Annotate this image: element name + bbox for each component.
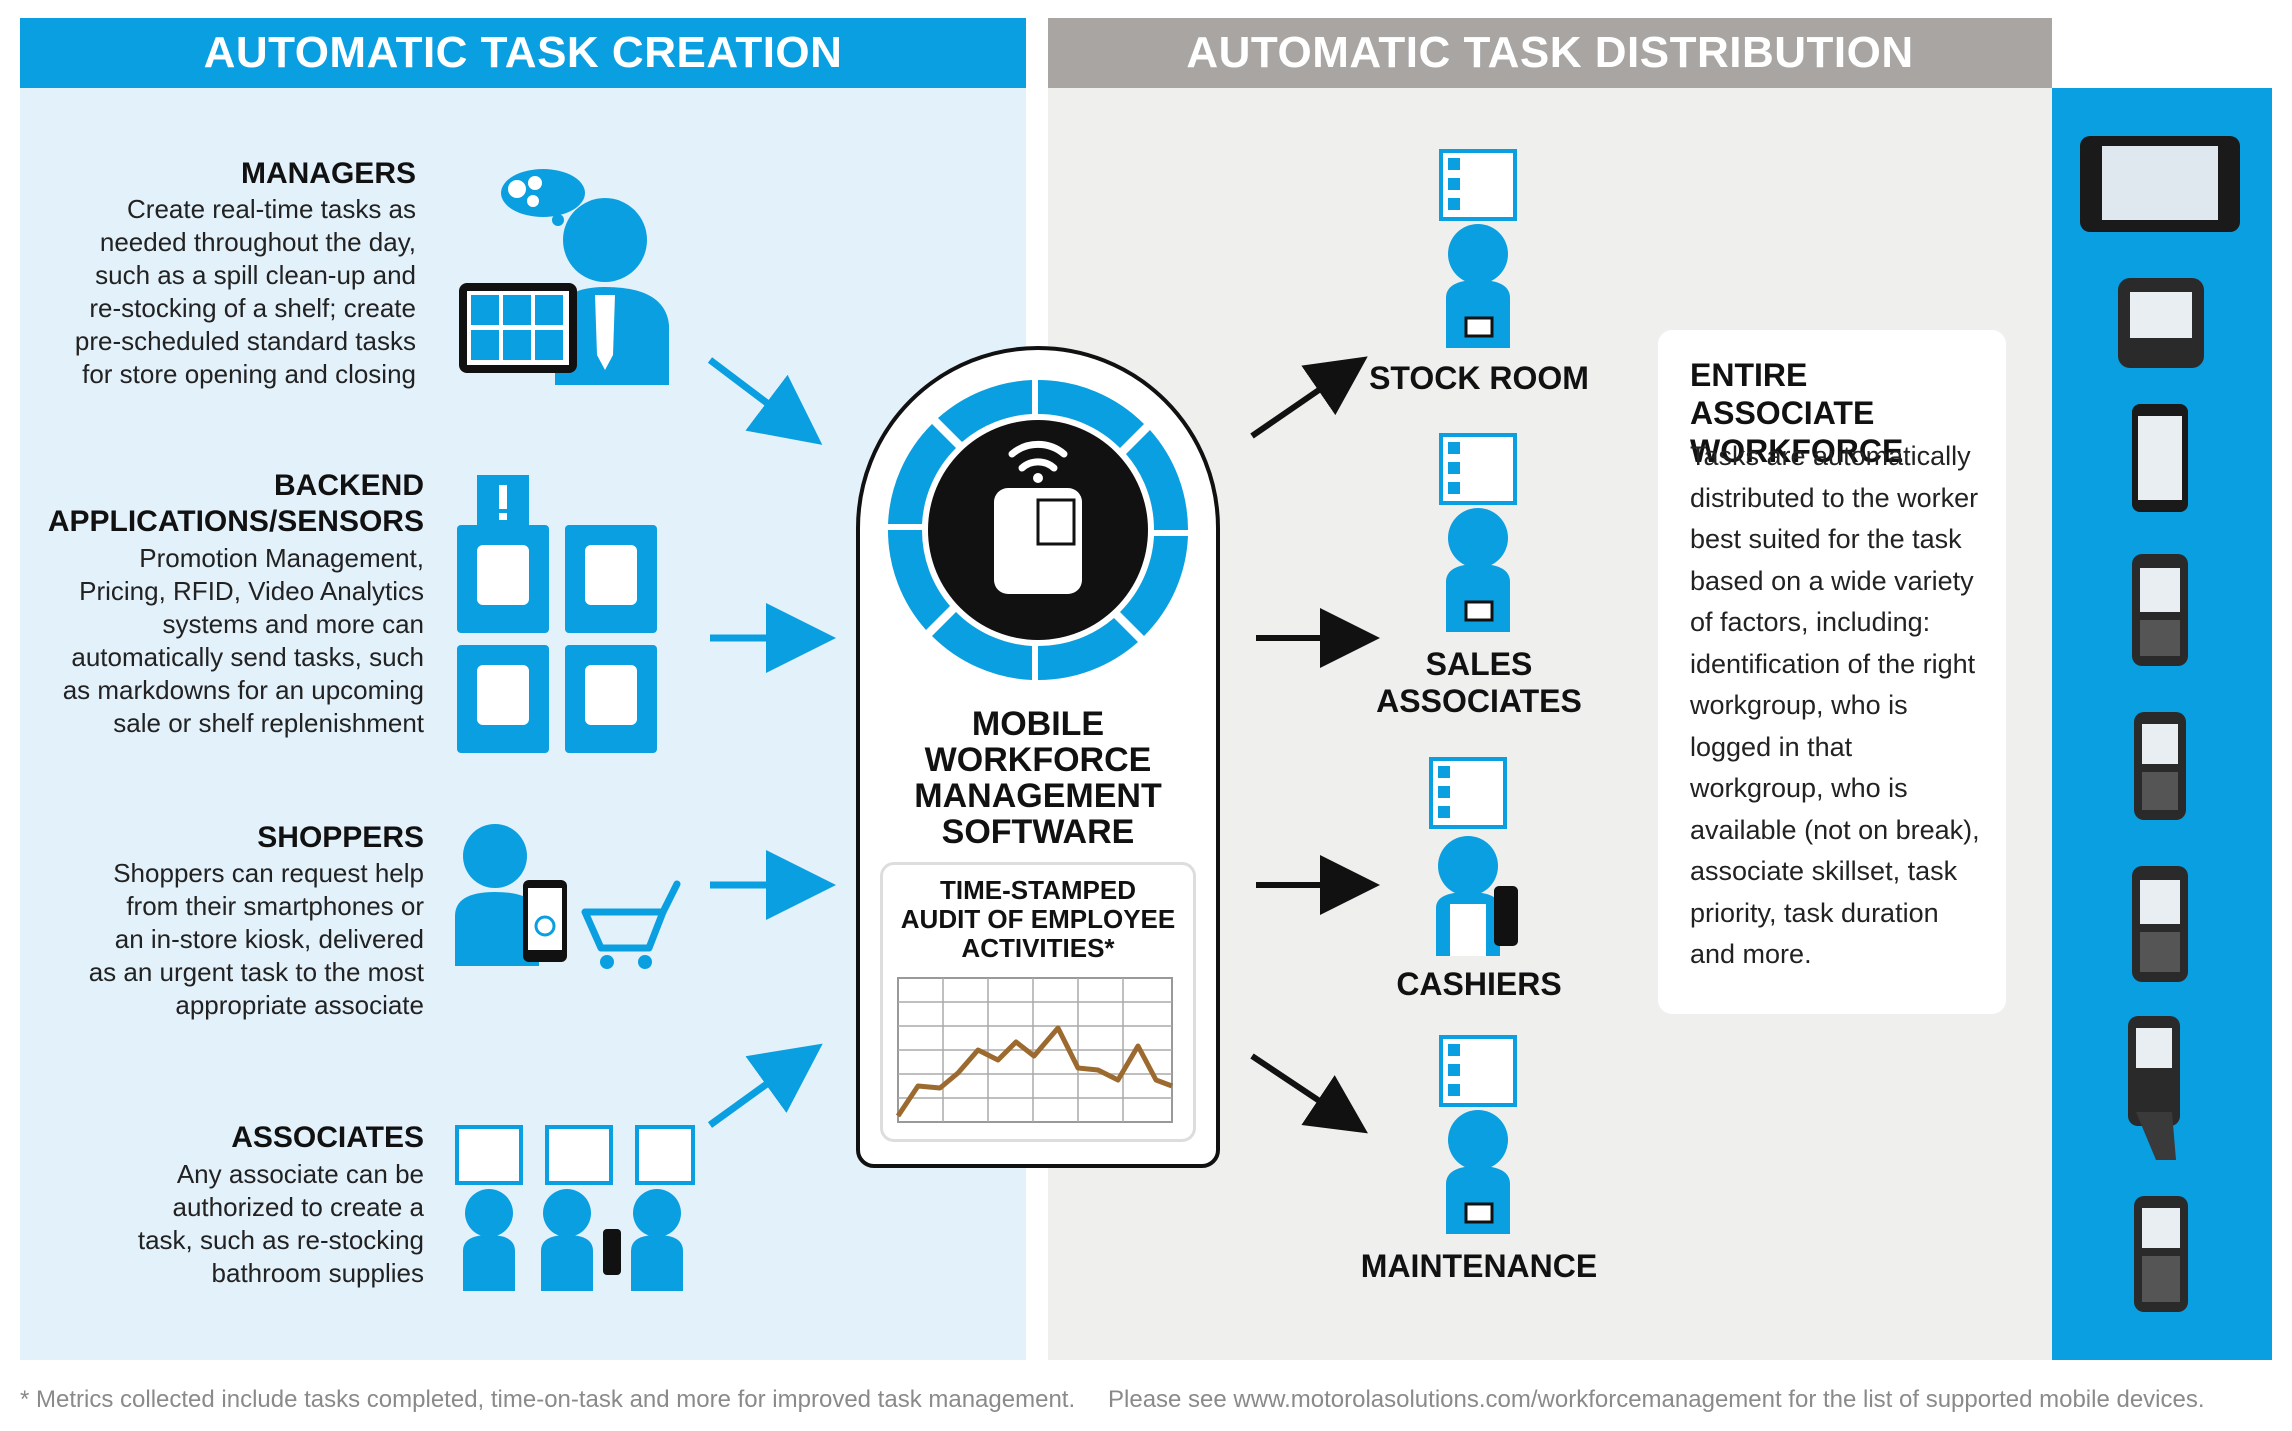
gun-grip-scanner-icon — [2128, 1016, 2180, 1160]
destination-cashiers: CASHIERS — [1396, 966, 1562, 1002]
distribution-header: AUTOMATIC TASK DISTRIBUTION — [1048, 18, 2052, 88]
footnote-devices-link[interactable]: Please see www.motorolasolutions.com/wor… — [1108, 1386, 2205, 1413]
workforce-box — [1658, 330, 2006, 1014]
rugged-handheld-icon — [2118, 278, 2204, 368]
associates-icon — [455, 1125, 695, 1291]
smartphone-device-icon — [2132, 404, 2188, 512]
workforce-desc: Tasks are automatically distributed to t… — [1690, 441, 1980, 969]
sales-associate-icon — [1439, 433, 1517, 632]
stock-room-worker-icon — [1439, 149, 1517, 348]
source-backend-desc: Promotion Management,Pricing, RFID, Vide… — [62, 543, 424, 738]
tablet-device-icon — [2080, 136, 2240, 232]
source-managers-title: MANAGERS — [240, 157, 416, 190]
destination-stock-room: STOCK ROOM — [1369, 360, 1589, 396]
destination-sales-associates: SALES ASSOCIATES — [1376, 646, 1582, 719]
source-shoppers-title: SHOPPERS — [257, 821, 424, 854]
mobile-computer-icon — [2132, 554, 2188, 666]
flow-arrows-in — [707, 357, 836, 1128]
source-backend-title: BACKEND APPLICATIONS/SENSORS — [47, 469, 424, 538]
workforce-title: ENTIRE ASSOCIATE WORKFORCE — [1690, 357, 1904, 469]
cashier-icon — [1429, 757, 1518, 956]
source-associates-title: ASSOCIATES — [231, 1121, 424, 1154]
audit-title: TIME-STAMPED AUDIT OF EMPLOYEE ACTIVITIE… — [900, 875, 1176, 963]
flow-arrows-out — [1250, 356, 1380, 1134]
maintenance-worker-icon — [1439, 1035, 1517, 1234]
manager-icon — [459, 169, 669, 385]
destination-maintenance: MAINTENANCE — [1360, 1248, 1598, 1284]
creation-header: AUTOMATIC TASK CREATION — [20, 18, 1026, 88]
keypad-mobile-computer-icon — [2134, 1196, 2188, 1312]
software-cycle-icon — [887, 380, 1189, 681]
rugged-keypad-icon — [2132, 866, 2188, 982]
software-title: MOBILE WORKFORCE MANAGEMENT SOFTWARE — [914, 705, 1162, 851]
footnote-metrics: * Metrics collected include tasks comple… — [20, 1386, 1076, 1413]
shopper-icon — [455, 824, 681, 969]
audit-chart — [895, 977, 1173, 1123]
backend-sensors-icon — [457, 475, 657, 753]
keypad-handheld-icon — [2134, 712, 2186, 820]
